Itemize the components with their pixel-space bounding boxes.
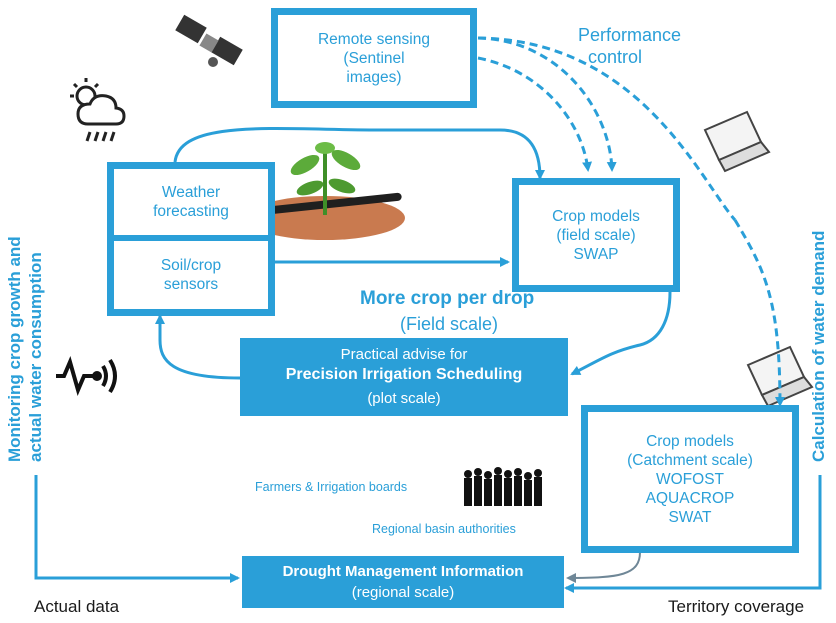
crop-models-field-line1: Crop models: [552, 207, 640, 225]
laptop-icon: [703, 110, 771, 173]
weather-rain-icon: [70, 78, 126, 142]
laptop-icon: [746, 345, 814, 408]
crop-models-catchment-line3: WOFOST: [655, 470, 725, 488]
performance-control-line1: Performance: [578, 25, 682, 45]
monitoring-line2: actual water consumption: [26, 252, 45, 462]
crop-models-catchment-line1: Crop models: [646, 432, 734, 450]
satellite-icon: [175, 14, 243, 67]
flow-arrow: [564, 475, 822, 593]
calculation-water-demand-label: Calculation of water demand: [809, 230, 828, 462]
practical-advise-line3: (plot scale): [367, 390, 441, 407]
monitoring-vertical-label: Monitoring crop growth and actual water …: [4, 162, 46, 462]
actual-data-label: Actual data: [34, 597, 120, 616]
performance-arrow: [477, 36, 737, 221]
drought-management-box: Drought Management Information (regional…: [242, 556, 564, 608]
plant-drip-illustration: [245, 142, 405, 240]
flow-arrow: [173, 127, 545, 180]
remote-sensing-line3: images): [346, 68, 402, 86]
crop-models-catchment-line4: AQUACROP: [645, 489, 735, 507]
more-crop-per-drop-title: More crop per drop: [360, 288, 535, 309]
performance-control-label: Performance control: [578, 24, 681, 68]
crop-models-catchment-line5: SWAT: [668, 508, 712, 526]
field-scale-subtitle: (Field scale): [400, 314, 499, 334]
drought-management-title: Drought Management Information: [282, 563, 524, 580]
crop-models-field-line3: SWAP: [573, 245, 619, 263]
remote-sensing-line1: Remote sensing: [317, 30, 430, 48]
performance-control-line2: control: [588, 47, 643, 67]
flow-arrow: [570, 291, 672, 376]
territory-coverage-label: Territory coverage: [668, 597, 805, 616]
farmers-irrigation-boards-label: Farmers & Irrigation boards: [255, 480, 408, 494]
crop-models-field-line2: (field scale): [556, 226, 636, 244]
sensor-signal-icon: [56, 356, 117, 396]
weather-forecasting-line2: forecasting: [153, 203, 229, 220]
flow-arrow: [566, 551, 641, 583]
weather-sensors-panel: Weather forecasting Soil/crop sensors: [107, 162, 275, 316]
drought-management-subtitle: (regional scale): [351, 584, 455, 601]
performance-arrow: [477, 56, 593, 172]
performance-arrow: [733, 219, 785, 407]
crop-models-field-box: Crop models (field scale) SWAP: [512, 178, 680, 292]
weather-forecasting-cell: Weather forecasting: [114, 169, 268, 235]
weather-forecasting-line1: Weather: [161, 184, 221, 201]
remote-sensing-line2: (Sentinel: [343, 49, 405, 67]
soil-crop-sensors-line2: sensors: [163, 276, 219, 293]
practical-advise-box: Practical advise for Precision Irrigatio…: [240, 338, 568, 416]
performance-arrow: [477, 36, 617, 172]
people-silhouette-icon: [464, 467, 542, 506]
flow-arrow: [34, 475, 240, 583]
soil-crop-sensors-line1: Soil/crop: [160, 257, 222, 274]
crop-models-catchment-line2: (Catchment scale): [627, 451, 753, 469]
practical-advise-line1: Practical advise for: [340, 346, 468, 363]
flow-arrow: [155, 314, 241, 380]
remote-sensing-box: Remote sensing (Sentinel images): [271, 8, 477, 108]
practical-advise-line2: Precision Irrigation Scheduling: [285, 366, 523, 383]
monitoring-line1: Monitoring crop growth and: [5, 236, 24, 462]
regional-basin-authorities-label: Regional basin authorities: [372, 522, 516, 536]
crop-models-catchment-box: Crop models (Catchment scale) WOFOST AQU…: [581, 405, 799, 553]
soil-crop-sensors-cell: Soil/crop sensors: [114, 241, 268, 309]
